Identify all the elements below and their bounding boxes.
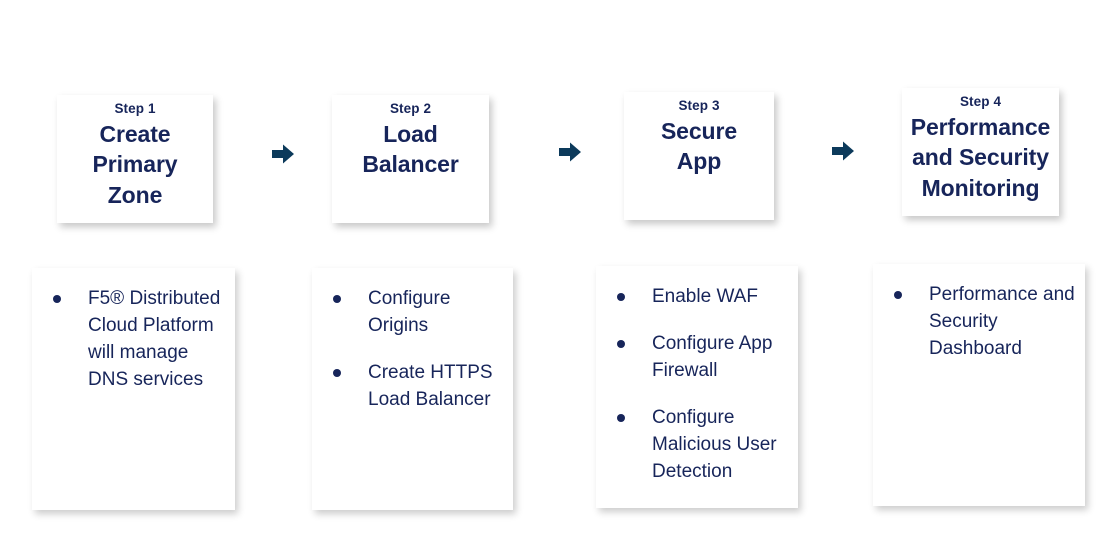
list-item: Enable WAF (606, 284, 788, 311)
bullet-text: Enable WAF (652, 286, 758, 307)
bullet-text: Performance and Security Dashboard (929, 284, 1075, 359)
bullet-text: Configure Malicious User Detection (652, 406, 777, 482)
step-1-title-line-1: Create (99, 120, 171, 147)
bullet-dot-icon (617, 339, 625, 348)
step-card-3[interactable]: Step 3 Secure App (624, 92, 774, 220)
bullet-panel-4: Performance and Security Dashboard (873, 264, 1085, 506)
step-card-4[interactable]: Step 4 Performance and Security Monitori… (902, 88, 1059, 216)
step-card-1[interactable]: Step 1 Create Primary Zone (57, 95, 213, 223)
step-3-title-line-1: Secure (660, 117, 738, 144)
step-2-title-line-1: Load (383, 120, 438, 147)
bullet-list-2: Configure Origins Create HTTPS Load Bala… (322, 286, 503, 414)
step-4-title-line-1: Performance (910, 113, 1051, 140)
list-item: Configure Origins (322, 286, 503, 340)
bullet-dot-icon (617, 293, 625, 301)
bullet-dot-icon (894, 291, 902, 299)
bullet-text: F5® Distributed Cloud Platform will mana… (88, 288, 221, 390)
list-item: Create HTTPS Load Balancer (322, 360, 503, 414)
bullet-panel-2: Configure Origins Create HTTPS Load Bala… (312, 268, 513, 510)
step-3-eyebrow: Step 3 (678, 98, 720, 113)
arrow-right-icon-2 (557, 139, 583, 165)
bullet-dot-icon (617, 413, 625, 422)
step-4-title: Performance and Security Monitoring (911, 112, 1051, 204)
bullet-list-3: Enable WAF Configure App Firewall Config… (606, 284, 788, 486)
step-1-title-line-2: Primary (92, 151, 178, 178)
bullet-panel-3: Enable WAF Configure App Firewall Config… (596, 266, 798, 508)
bullet-text: Configure App Firewall (652, 332, 773, 381)
step-2-title-line-2: Balancer (362, 151, 459, 178)
bullet-panel-1: F5® Distributed Cloud Platform will mana… (32, 268, 235, 510)
step-4-title-line-2: and Security (912, 144, 1049, 171)
step-4-title-line-3: Monitoring (921, 175, 1040, 202)
bullet-dot-icon (333, 368, 341, 377)
arrow-right-icon-3 (830, 138, 856, 164)
step-4-eyebrow: Step 4 (959, 94, 1002, 109)
list-item: F5® Distributed Cloud Platform will mana… (42, 286, 225, 394)
bullet-list-4: Performance and Security Dashboard (883, 282, 1075, 363)
bullet-text: Create HTTPS Load Balancer (368, 361, 493, 410)
step-1-eyebrow: Step 1 (114, 101, 156, 116)
step-1-title-line-3: Zone (107, 182, 163, 209)
step-2-eyebrow: Step 2 (389, 101, 432, 116)
list-item: Configure Malicious User Detection (606, 405, 788, 486)
step-2-title: Load Balancer (362, 119, 458, 180)
arrow-right-icon-1 (270, 141, 296, 167)
list-item: Performance and Security Dashboard (883, 282, 1075, 363)
bullet-list-1: F5® Distributed Cloud Platform will mana… (42, 286, 225, 394)
bullet-dot-icon (53, 295, 61, 303)
step-card-2[interactable]: Step 2 Load Balancer (332, 95, 489, 223)
bullet-text: Configure Origins (368, 288, 451, 336)
bullet-dot-icon (333, 295, 341, 303)
step-1-title: Create Primary Zone (93, 119, 178, 211)
list-item: Configure App Firewall (606, 331, 788, 385)
step-3-title: Secure App (661, 116, 737, 177)
step-3-title-line-2: App (676, 148, 722, 175)
